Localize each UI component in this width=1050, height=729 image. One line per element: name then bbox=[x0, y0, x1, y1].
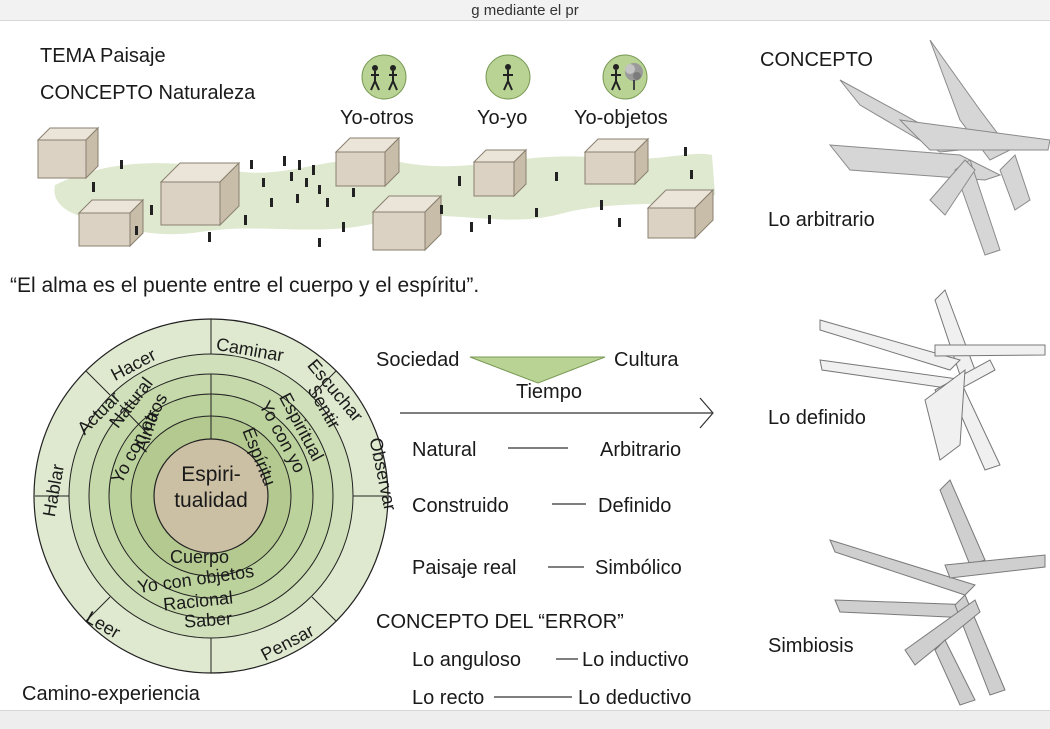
wheel-caption: Camino-experiencia bbox=[22, 683, 200, 705]
tema-label: TEMA Paisaje bbox=[40, 45, 166, 67]
concepto-title: CONCEPTO bbox=[760, 49, 873, 71]
landscape-illustration bbox=[36, 126, 715, 252]
experience-wheel bbox=[33, 318, 389, 674]
box-4 bbox=[334, 136, 401, 188]
box-1 bbox=[36, 126, 100, 180]
pair-left-paisaje-real: Paisaje real bbox=[412, 557, 517, 579]
ring4-saber: Saber bbox=[183, 608, 233, 632]
wheel-center-line1: Espiri- bbox=[181, 463, 241, 486]
box-6 bbox=[472, 148, 528, 198]
top-bar: g mediante el pr bbox=[0, 0, 1050, 21]
icon-label-yo-otros: Yo-otros bbox=[340, 107, 414, 129]
error-right-deductivo: Lo deductivo bbox=[578, 687, 692, 709]
cultura-label: Cultura bbox=[614, 349, 679, 371]
label-lo-arbitrario: Lo arbitrario bbox=[768, 209, 875, 231]
tiempo-label: Tiempo bbox=[516, 381, 582, 403]
quote-text: “El alma es el puente entre el cuerpo y … bbox=[10, 274, 480, 297]
box-5 bbox=[371, 194, 443, 252]
label-simbiosis: Simbiosis bbox=[768, 635, 854, 657]
people-figures bbox=[92, 147, 693, 247]
header-caption: g mediante el pr bbox=[471, 2, 579, 19]
two-people-icon bbox=[361, 54, 407, 100]
time-arrow bbox=[400, 397, 714, 429]
box-7 bbox=[583, 137, 650, 186]
person-with-tree-icon bbox=[602, 54, 648, 100]
box-8 bbox=[646, 188, 715, 240]
single-person-icon bbox=[485, 54, 531, 100]
icon-label-yo-yo: Yo-yo bbox=[477, 107, 528, 129]
concepto-label: CONCEPTO Naturaleza bbox=[40, 82, 256, 104]
pair-right-arbitrario: Arbitrario bbox=[600, 439, 682, 461]
error-right-inductivo: Lo inductivo bbox=[582, 649, 689, 671]
bottom-bar bbox=[0, 710, 1050, 729]
pair-left-natural: Natural bbox=[412, 439, 477, 461]
wheel-dividers bbox=[35, 319, 387, 673]
symbiosis-form-sketch bbox=[829, 479, 1046, 706]
sociedad-label: Sociedad bbox=[376, 349, 460, 371]
icon-label-yo-objetos: Yo-objetos bbox=[574, 107, 668, 129]
label-lo-definido: Lo definido bbox=[768, 407, 866, 429]
arbitrary-form-sketch bbox=[828, 39, 1050, 256]
error-title: CONCEPTO DEL “ERROR” bbox=[376, 611, 624, 633]
box-3 bbox=[77, 198, 145, 248]
defined-form-sketch bbox=[819, 289, 1046, 471]
box-2 bbox=[159, 161, 241, 227]
pair-right-definido: Definido bbox=[598, 495, 672, 517]
pair-right-simbolico: Simbólico bbox=[595, 557, 682, 579]
pair-connectors bbox=[494, 447, 586, 698]
pair-left-construido: Construido bbox=[412, 495, 509, 517]
wheel-center-line2: tualidad bbox=[174, 489, 248, 512]
ring1-cuerpo: Cuerpo bbox=[170, 547, 230, 567]
error-left-anguloso: Lo anguloso bbox=[412, 649, 521, 671]
society-culture-triangle bbox=[469, 356, 606, 384]
error-left-recto: Lo recto bbox=[412, 687, 485, 709]
